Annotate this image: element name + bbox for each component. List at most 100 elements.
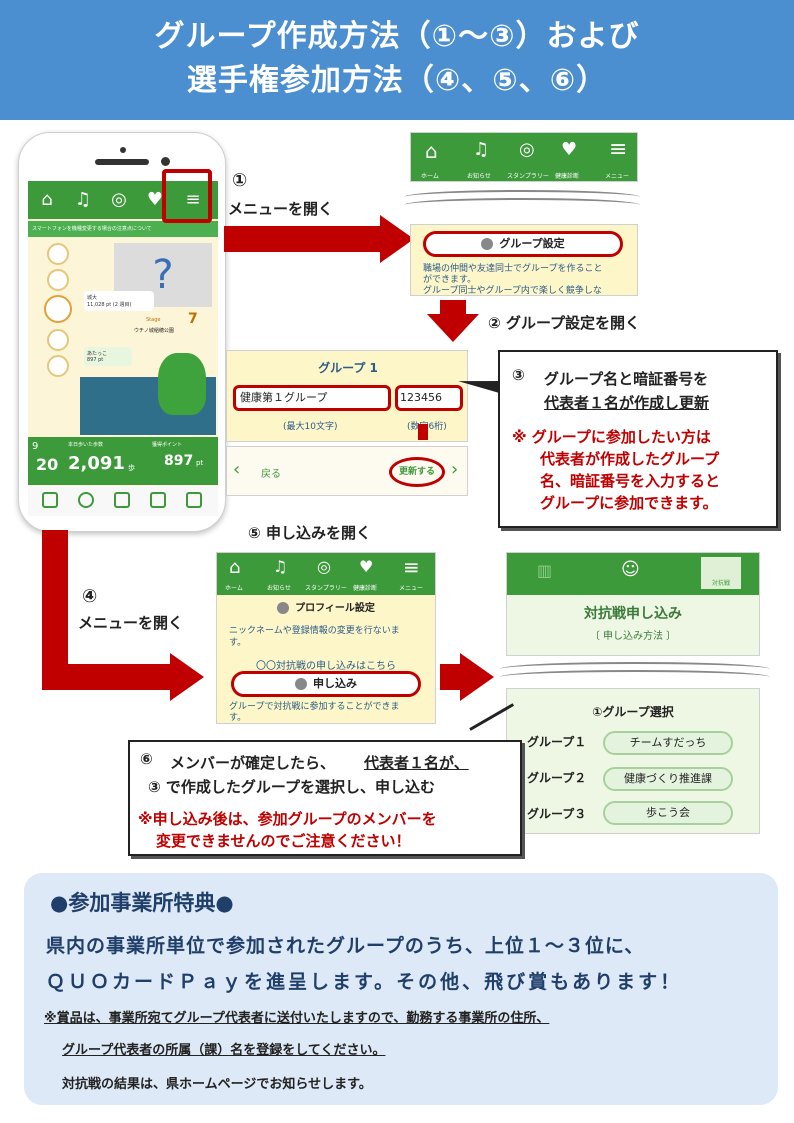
chart-icon: ▥	[537, 561, 553, 580]
arrow-step-6-head	[460, 653, 494, 701]
step-6-note-1: ※申し込み後は、参加グループのメンバーを	[138, 810, 437, 828]
group-1-label: グループ１	[527, 735, 587, 749]
profile-desc: ニックネームや登録情報の変更を行ないま	[229, 626, 400, 636]
step-5-label: ⑤ 申し込みを開く	[248, 522, 371, 543]
menu-icon: ≡	[403, 555, 420, 579]
nav-menu-label: メニュー	[605, 173, 630, 180]
home-icon[interactable]: ⌂	[41, 189, 53, 210]
group-3-select[interactable]: 歩こう会	[603, 801, 733, 825]
apply-desc-2: す。	[229, 713, 247, 723]
apply-button[interactable]: 申し込み	[231, 671, 421, 697]
phone-mockup: ⌂ ♫ ◎ ♥ ≡ スマートフォンを機種変更する場合の注意点について ? 城大 …	[18, 132, 226, 532]
chevron-icon	[481, 238, 494, 250]
benefit-note-3: 対抗戦の結果は、県ホームページでお知らせします。	[62, 1077, 372, 1092]
stamp-map-icon: ◎	[317, 557, 331, 576]
day-total: 20	[36, 455, 59, 474]
chevron-left-icon[interactable]: ‹	[233, 459, 241, 480]
step-6-line-1a: メンバーが確定したら、	[170, 754, 336, 772]
notice-banner[interactable]: スマートフォンを機種変更する場合の注意点について	[28, 221, 218, 237]
stats-bar: 9 20 本日歩いた歩数 2,091 歩 獲得ポイント 897 pt	[28, 437, 218, 485]
chart-tab-icon[interactable]	[42, 492, 58, 508]
points-label: 獲得ポイント	[152, 442, 183, 448]
group-form-footer: ‹ 戻る 更新する ›	[226, 446, 468, 496]
battle-link-text[interactable]: 〇〇対抗戦の申し込みはこちら	[256, 661, 396, 672]
bell-icon: ♫	[273, 557, 288, 576]
nav-health-label: 健康診断	[555, 173, 580, 180]
divider-wave	[500, 670, 770, 684]
heart-icon: ♥	[359, 557, 374, 576]
menu-panel: ⌂ ♫ ◎ ♥ ≡ ホーム お知らせ スタンプラリー 健康診断 メニュー プロフ…	[216, 552, 436, 724]
group-name-hint: (最大10文字)	[283, 422, 338, 432]
step-6-line-2: ③ で作成したグループを選択し、申し込む	[148, 778, 436, 796]
list-tab-icon[interactable]	[186, 492, 202, 508]
battle-title: 対抗戦申し込み	[584, 606, 682, 622]
bubble-1-title: 城大	[87, 295, 98, 301]
arrow-step-2-head	[427, 314, 479, 342]
group-name-input[interactable]: 健康第１グループ	[233, 385, 391, 411]
home-icon: ⌂	[229, 557, 241, 578]
group-pin-input[interactable]: 123456	[395, 385, 463, 411]
question-icon: ?	[152, 252, 174, 298]
battle-tab[interactable]: 対抗戦	[701, 557, 741, 589]
arrow-step-4-head	[170, 653, 204, 701]
step-6-number: ⑥	[140, 750, 153, 768]
menu-panel-nav: ⌂ ♫ ◎ ♥ ≡ ホーム お知らせ スタンプラリー 健康診断 メニュー	[217, 553, 435, 595]
track-dot	[47, 243, 69, 265]
points-value: 897	[164, 453, 194, 469]
profile-settings-button[interactable]: プロフィール設定	[231, 599, 421, 617]
group-settings-desc-3: グループ同士やグループ内で楽しく競争しな	[423, 286, 602, 296]
shop-tab-icon[interactable]	[150, 492, 166, 508]
camera-tab-icon[interactable]	[78, 492, 94, 508]
step-6-line-1b: 代表者１名が、	[364, 754, 469, 772]
arrow-step-4-horizontal	[42, 664, 172, 690]
group-2-select[interactable]: 健康づくり推進課	[603, 767, 733, 791]
back-button[interactable]: 戻る	[261, 469, 281, 480]
card-tab-icon[interactable]	[114, 492, 130, 508]
battle-subtitle: 〔 申し込み方法 〕	[589, 631, 677, 642]
day-number: 9	[32, 441, 39, 452]
app-tab-bar	[28, 486, 218, 516]
battle-panel-nav: ▥ ☺ 対抗戦	[507, 553, 759, 595]
arrow-step-1	[224, 226, 382, 252]
menu-highlight	[162, 169, 212, 223]
nav-stamp-label: スタンプラリー	[507, 173, 549, 180]
stamp-map-icon: ◎	[519, 139, 535, 160]
chevron-icon	[277, 602, 290, 614]
nav-bar-screenshot: ⌂ ♫ ◎ ♥ ≡ ホーム お知らせ スタンプラリー 健康診断 メニュー	[410, 132, 638, 182]
bubble-2-sub: 897 pt	[87, 357, 104, 363]
step-1-number: ①	[232, 170, 248, 191]
step-3-line-2: 代表者１名が作成し更新	[544, 394, 710, 412]
title-banner: グループ作成方法（①〜③）および 選手権参加方法（④、⑤、⑥）	[0, 0, 794, 120]
group-1-select[interactable]: チームすだっち	[603, 731, 733, 755]
divider-wave	[404, 190, 640, 204]
menu-icon[interactable]: ≡	[185, 189, 201, 210]
heart-icon[interactable]: ♥	[146, 189, 164, 210]
profile-settings-label: プロフィール設定	[295, 603, 375, 614]
group-2-label: グループ２	[527, 771, 587, 785]
chevron-right-icon[interactable]: ›	[451, 459, 459, 480]
battle-tab-label: 対抗戦	[711, 580, 730, 587]
step-3-callout: ③ グループ名と暗証番号を 代表者１名が作成し更新 ※ グループに参加したい方は…	[498, 350, 778, 528]
step-6-callout: ⑥ メンバーが確定したら、 代表者１名が、 ③ で作成したグループを選択し、申し…	[128, 740, 522, 856]
group-settings-button-label: グループ設定	[499, 237, 565, 250]
phone-speaker	[95, 159, 149, 165]
arrow-step-6	[440, 664, 462, 690]
step-4-text: メニューを開く	[78, 614, 184, 632]
group-form-title: グループ 1	[318, 361, 378, 375]
update-button[interactable]: 更新する	[389, 457, 445, 487]
group-settings-button[interactable]: グループ設定	[423, 231, 623, 257]
track-dot	[47, 355, 69, 377]
steps-value: 2,091	[68, 453, 125, 474]
apply-desc: グループで対抗戦に参加することができま	[229, 702, 400, 712]
bell-icon[interactable]: ♫	[74, 189, 92, 210]
stamp-map-icon[interactable]: ◎	[111, 189, 127, 210]
track-dot	[47, 269, 69, 291]
stage-label: Stage	[146, 317, 161, 323]
title-line-1: グループ作成方法（①〜③）および	[154, 19, 640, 54]
divider-wave	[404, 198, 640, 212]
phone-screen: ⌂ ♫ ◎ ♥ ≡ スマートフォンを機種変更する場合の注意点について ? 城大 …	[28, 181, 218, 516]
nav-health-label: 健康診断	[353, 585, 378, 592]
track-dot-current	[44, 295, 72, 323]
step-2-label: ② グループ設定を開く	[488, 312, 640, 333]
nav-notice-label: お知らせ	[267, 585, 291, 592]
